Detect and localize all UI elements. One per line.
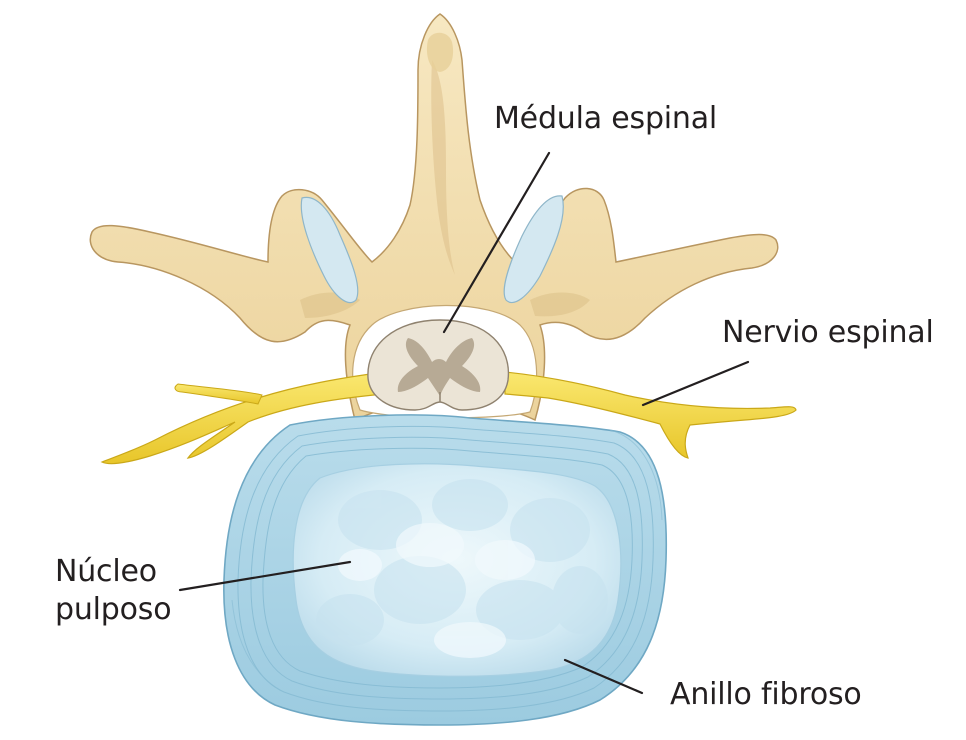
spinal-nerve-right	[504, 371, 797, 459]
leader-anillo	[563, 658, 644, 695]
spinal-cord-gray-matter	[397, 338, 481, 396]
lamina-shade-right	[530, 292, 590, 317]
leader-lines	[178, 151, 750, 695]
vertebral-arch	[89, 13, 779, 422]
spinous-process-shade	[431, 60, 455, 275]
leader-nucleo	[178, 560, 352, 592]
leader-nervio	[641, 360, 750, 407]
label-spinal-nerve: Nervio espinal	[722, 315, 934, 350]
nucleus-texture	[316, 479, 608, 646]
label-nucleus-pulposus: Núcleo pulposo	[55, 553, 172, 629]
facet-cartilage	[300, 195, 564, 304]
spinal-cord	[367, 319, 510, 411]
spinous-tip	[426, 32, 454, 72]
intervertebral-disc	[223, 414, 668, 726]
label-nucleus-line1: Núcleo	[55, 554, 157, 589]
spinal-nerves	[100, 371, 797, 465]
label-nucleus-line2: pulposo	[55, 592, 172, 627]
nucleus-highlights	[338, 523, 535, 658]
facet-cartilage-right	[503, 195, 564, 304]
facet-cartilage-left	[300, 196, 359, 304]
label-spinal-cord: Médula espinal	[494, 101, 718, 136]
leader-medula	[442, 151, 551, 334]
label-annulus-fibrosus: Anillo fibroso	[670, 677, 862, 712]
spinal-nerve-left-branch	[174, 383, 263, 405]
